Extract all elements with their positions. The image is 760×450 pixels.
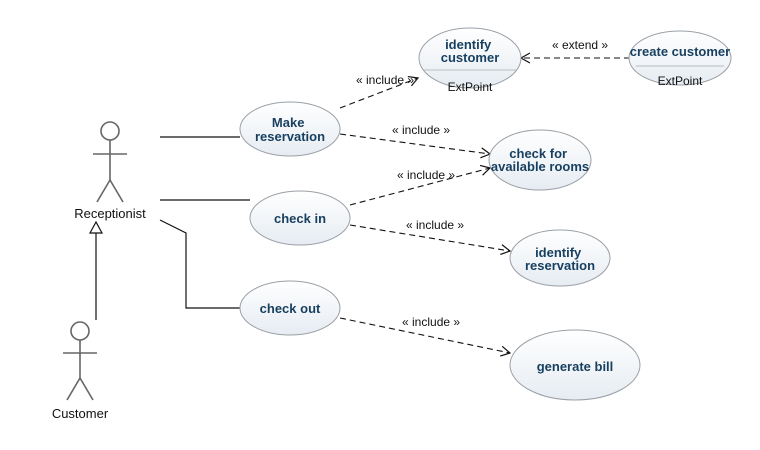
include-label-make-identify: « include » (356, 73, 414, 87)
use-case-generate-bill[interactable]: generate bill (509, 329, 641, 401)
use-case-identify-customer-line1: identify (445, 37, 492, 52)
include-label-make-rooms: « include » (392, 123, 450, 137)
use-case-check-out[interactable]: check out (239, 280, 341, 336)
use-case-identify-reservation[interactable]: identify reservation (509, 229, 611, 287)
extend-label: « extend » (552, 38, 608, 52)
use-case-generate-bill-label: generate bill (537, 359, 614, 374)
use-case-check-out-label: check out (260, 301, 321, 316)
svg-text:identify reservation: identify reservation (525, 245, 595, 273)
actor-receptionist-label: Receptionist (74, 206, 146, 221)
use-case-make-reservation-line2: reservation (255, 129, 325, 144)
include-label-checkin-rooms: « include » (397, 168, 455, 182)
use-case-make-reservation[interactable]: Make reservation (239, 101, 341, 157)
svg-text:identify customer: identify customer (441, 37, 500, 65)
include-edge-make-identify-customer (339, 75, 420, 109)
svg-text:check for available room: check for available rooms (491, 146, 589, 174)
use-case-check-rooms[interactable]: check for available rooms (488, 129, 592, 191)
include-label-checkout-bill: « include » (402, 315, 460, 329)
actor-customer-label: Customer (52, 406, 109, 421)
actor-customer[interactable]: Customer (52, 321, 109, 421)
use-case-identify-customer-extpoint: ExtPoint (448, 80, 493, 94)
use-case-check-in[interactable]: check in (249, 190, 351, 246)
use-case-check-rooms-line1: check for (509, 146, 567, 161)
include-edge-make-check-rooms (339, 133, 492, 159)
include-edge-checkin-identify-reservation (349, 224, 512, 256)
include-edge-checkin-check-rooms (349, 164, 492, 206)
include-edge-checkout-generate-bill (339, 317, 512, 357)
include-label-checkin-reservation: « include » (406, 218, 464, 232)
actor-receptionist[interactable]: Receptionist (74, 121, 146, 221)
use-case-create-customer-extpoint: ExtPoint (658, 74, 703, 88)
use-case-check-rooms-line2: available rooms (491, 159, 589, 174)
use-case-identify-customer-line2: customer (441, 50, 500, 65)
use-case-check-in-label: check in (274, 211, 326, 226)
use-case-identify-reservation-line1: identify (535, 245, 582, 260)
use-case-create-customer[interactable]: create customer ExtPoint (628, 30, 732, 88)
generalization-customer-receptionist (88, 220, 104, 320)
use-case-create-customer-label: create customer (630, 44, 730, 59)
use-case-identify-customer[interactable]: identify customer ExtPoint (418, 27, 522, 94)
use-case-identify-reservation-line2: reservation (525, 258, 595, 273)
use-case-make-reservation-line1: Make (272, 115, 305, 130)
association-check-out (159, 219, 240, 309)
svg-text:Make reservation: Make reservation (255, 115, 325, 144)
